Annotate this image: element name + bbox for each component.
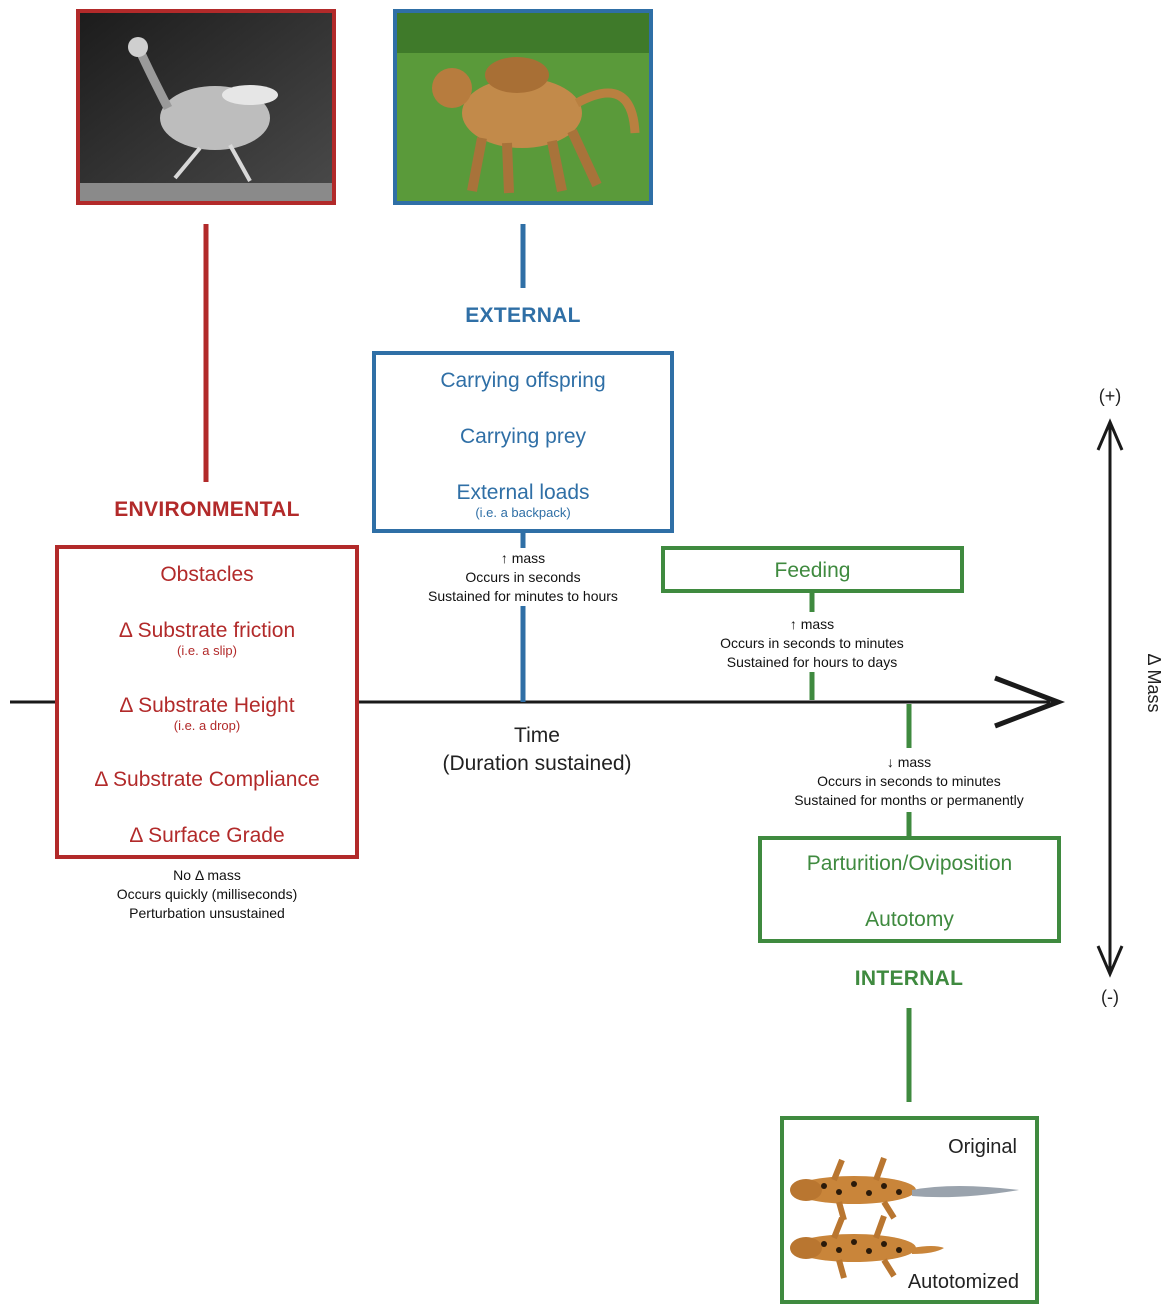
environmental-box: Obstacles Δ Substrate friction (i.e. a s… bbox=[55, 545, 359, 859]
environmental-item-substrate-height-note: (i.e. a drop) bbox=[173, 718, 241, 733]
gecko-tail-autotomy-photo: Original Autotomized bbox=[780, 1116, 1039, 1304]
time-axis-label-line2: (Duration sustained) bbox=[442, 752, 632, 775]
gecko-image bbox=[790, 1156, 1019, 1279]
feeding-item: Feeding bbox=[774, 559, 851, 582]
gecko-autotomized-drawing bbox=[790, 1214, 944, 1279]
gecko-original-drawing bbox=[790, 1156, 1019, 1221]
external-item-carrying-offspring: Carrying offspring bbox=[440, 369, 606, 392]
external-item-carrying-prey: Carrying prey bbox=[459, 425, 587, 448]
environmental-heading: ENVIRONMENTAL bbox=[114, 498, 300, 521]
gecko-original-label: Original bbox=[948, 1136, 1017, 1158]
external-effect-note: ↑ mass Occurs in seconds Sustained for m… bbox=[393, 549, 653, 606]
running-bird-photo bbox=[76, 9, 336, 205]
external-effect-onset: Occurs in seconds bbox=[465, 569, 581, 585]
running-bird-image bbox=[80, 13, 332, 201]
internal-effect-mass: ↓ mass bbox=[886, 754, 932, 770]
external-effect-mass: ↑ mass bbox=[500, 550, 546, 566]
mass-plus-label: (+) bbox=[1098, 386, 1122, 406]
external-item-external-loads-note: (i.e. a backpack) bbox=[475, 505, 571, 520]
environmental-effect-mass: No Δ mass bbox=[173, 867, 241, 883]
external-box: Carrying offspring Carrying prey Externa… bbox=[372, 351, 674, 533]
mass-axis-label: Δ Mass bbox=[1144, 653, 1164, 713]
environmental-item-surface-grade: Δ Surface Grade bbox=[129, 824, 285, 847]
internal-item-parturition: Parturition/Oviposition bbox=[806, 852, 1013, 875]
environmental-item-substrate-friction: Δ Substrate friction bbox=[118, 619, 296, 642]
external-effect-duration: Sustained for minutes to hours bbox=[428, 588, 618, 604]
gecko-autotomized-label: Autotomized bbox=[907, 1271, 1019, 1293]
external-item-external-loads: External loads bbox=[456, 481, 590, 504]
feeding-effect-mass: ↑ mass bbox=[789, 616, 835, 632]
feeding-effect-note: ↑ mass Occurs in seconds to minutes Sust… bbox=[682, 615, 942, 672]
external-heading: EXTERNAL bbox=[465, 304, 581, 327]
environmental-item-obstacles: Obstacles bbox=[160, 563, 254, 586]
environmental-item-substrate-compliance: Δ Substrate Compliance bbox=[94, 768, 320, 791]
environmental-effect-onset: Occurs quickly (milliseconds) bbox=[116, 886, 298, 902]
internal-effect-duration: Sustained for months or permanently bbox=[794, 792, 1024, 808]
internal-item-autotomy: Autotomy bbox=[865, 908, 954, 931]
environmental-item-substrate-height: Δ Substrate Height bbox=[119, 694, 295, 717]
time-axis-label-line1: Time bbox=[514, 724, 560, 747]
internal-effect-onset: Occurs in seconds to minutes bbox=[817, 773, 1001, 789]
environmental-item-substrate-friction-note: (i.e. a slip) bbox=[177, 643, 237, 658]
internal-box: Parturition/Oviposition Autotomy bbox=[758, 836, 1061, 943]
environmental-effect-duration: Perturbation unsustained bbox=[129, 905, 285, 921]
baboon-image bbox=[397, 13, 649, 201]
feeding-effect-duration: Sustained for hours to days bbox=[726, 654, 898, 670]
mass-minus-label: (-) bbox=[1101, 987, 1119, 1007]
baboon-carrying-infant-photo bbox=[393, 9, 653, 205]
internal-heading: INTERNAL bbox=[854, 967, 964, 990]
mass-axis-up-arrowhead bbox=[1096, 418, 1124, 451]
feeding-effect-onset: Occurs in seconds to minutes bbox=[720, 635, 904, 651]
time-axis-label: Time (Duration sustained) bbox=[417, 722, 657, 778]
mass-axis-down-arrowhead bbox=[1096, 945, 1124, 978]
time-axis-arrowhead bbox=[994, 675, 1066, 729]
internal-effect-note: ↓ mass Occurs in seconds to minutes Sust… bbox=[759, 753, 1059, 810]
feeding-box: Feeding bbox=[661, 546, 964, 593]
environmental-effect-note: No Δ mass Occurs quickly (milliseconds) … bbox=[66, 866, 348, 923]
